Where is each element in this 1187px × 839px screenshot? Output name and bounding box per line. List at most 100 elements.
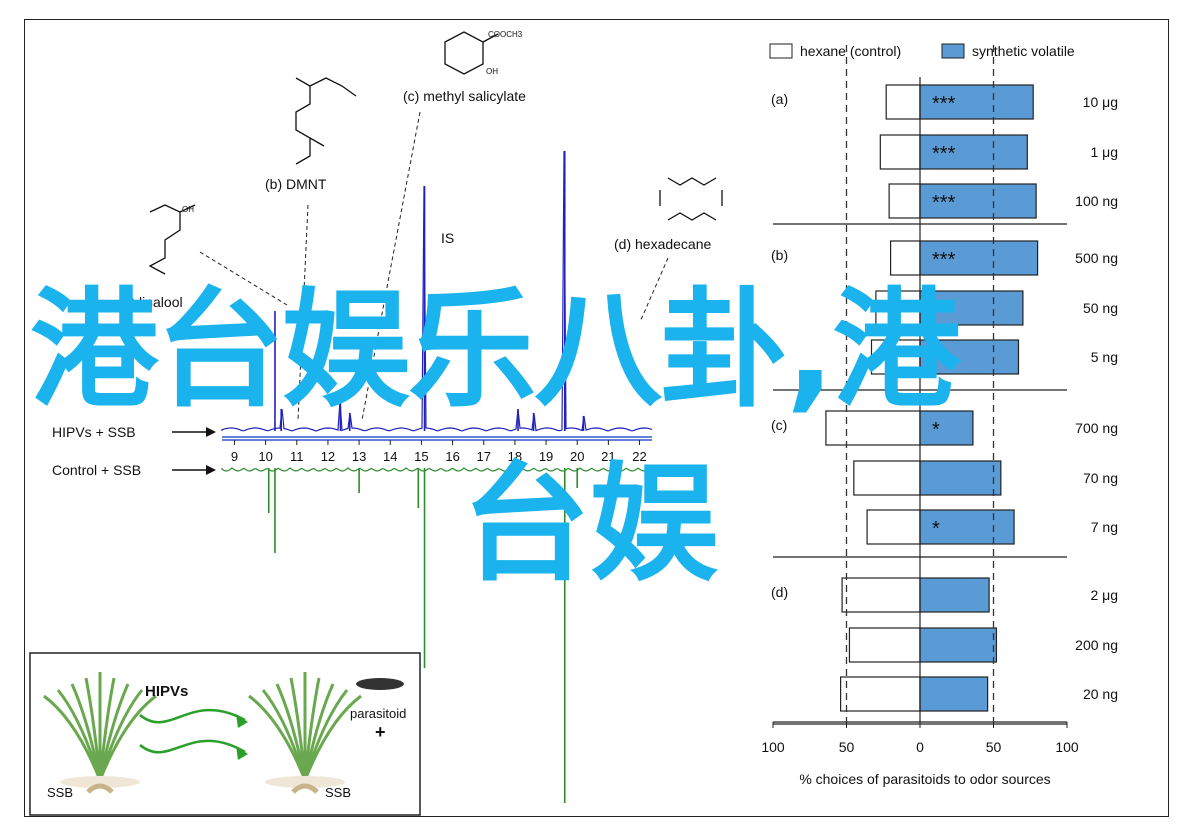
ssb-label-left: SSB [47, 785, 73, 800]
hexane-bar [841, 577, 921, 613]
dose-label: 70 ng [1083, 470, 1118, 486]
synthetic-bar [919, 577, 990, 613]
larva-icon [291, 783, 319, 794]
hexane-bar [866, 509, 921, 545]
dose-label: 2 μg [1090, 587, 1118, 603]
rice-plant-left [43, 672, 157, 794]
hexane-bar [825, 410, 921, 446]
rt-tick-label: 9 [231, 449, 238, 464]
leader-line [639, 257, 669, 323]
dmnt-structure [295, 77, 357, 165]
dose-label: 500 ng [1075, 250, 1118, 266]
methyl-salicylate-structure [444, 31, 499, 75]
legend-swatch-synthetic [941, 43, 965, 59]
rt-tick-label: 11 [290, 449, 304, 464]
x-tick-label: 100 [1055, 739, 1079, 755]
soil [265, 776, 345, 788]
rice-plant-right [248, 672, 362, 794]
linalool-structure [148, 204, 196, 275]
hexane-bar [879, 134, 921, 170]
legend-swatch-hexane [769, 43, 793, 59]
hexane-bar [840, 676, 921, 712]
dose-label: 1 μg [1090, 144, 1118, 160]
rt-tick-label: 20 [570, 449, 584, 464]
dose-label: 10 μg [1083, 94, 1118, 110]
arrow-head [206, 427, 216, 437]
overlay-text-line1: 港台娱乐八卦,港 [30, 276, 961, 425]
rt-tick-label: 16 [445, 449, 459, 464]
is-label: IS [441, 230, 454, 246]
rt-tick-label: 21 [601, 449, 615, 464]
hexane-bar [889, 240, 921, 276]
track-label-control: Control + SSB [52, 462, 141, 478]
significance-label: *** [932, 249, 956, 271]
rt-tick-label: 15 [414, 449, 428, 464]
synthetic-bar [919, 627, 998, 663]
synthetic-bar [919, 339, 1020, 375]
compound-label: (b) DMNT [265, 176, 327, 192]
dose-label: 50 ng [1083, 300, 1118, 316]
larva-icon [86, 783, 114, 794]
dose-label: 5 ng [1091, 349, 1118, 365]
arrow-head [206, 465, 216, 475]
significance-label: * [932, 419, 940, 441]
ssb-label-right: SSB [325, 785, 351, 800]
legend-label-hexane: hexane (control) [800, 43, 901, 59]
dose-label: 200 ng [1075, 637, 1118, 653]
panel-label: (d) [771, 584, 788, 600]
arrow-head [236, 746, 248, 760]
significance-label: *** [932, 192, 956, 214]
arrow-head [236, 714, 248, 728]
synthetic-bar [919, 240, 1039, 276]
hexane-bar [888, 183, 921, 219]
significance-label: * [932, 518, 940, 540]
compound-label: (d) hexadecane [614, 236, 712, 252]
bar-chart: (a)***10 μg***1 μg***100 ng(b)***500 ng*… [761, 43, 1118, 787]
leader-line [297, 204, 309, 421]
methyl-salicylate-oh: OH [486, 67, 498, 76]
rt-tick-label: 18 [508, 449, 522, 464]
volatile-arrow [139, 708, 246, 724]
leader-line [199, 251, 288, 306]
rt-tick-label: 13 [352, 449, 366, 464]
significance-label: ** [932, 348, 948, 370]
control-trace [221, 467, 653, 472]
rt-tick-label: 22 [632, 449, 646, 464]
dose-label: 20 ng [1083, 686, 1118, 702]
hexadecane-structure [659, 177, 723, 221]
hipvs-trace [221, 150, 653, 432]
hexane-bar [875, 290, 921, 326]
x-axis-label: % choices of parasitoids to odor sources [799, 771, 1050, 787]
track-label-hipvs: HIPVs + SSB [52, 424, 136, 440]
rt-tick-label: 12 [321, 449, 335, 464]
significance-label: ** [932, 299, 948, 321]
synthetic-bar [919, 84, 1034, 120]
synthetic-bar [919, 676, 989, 712]
x-tick-label: 0 [916, 739, 924, 755]
hexane-bar [870, 339, 921, 375]
x-tick-label: 50 [839, 739, 855, 755]
panel-label: (c) [771, 417, 787, 433]
significance-label: *** [932, 93, 956, 115]
rt-tick-label: 17 [477, 449, 491, 464]
rt-tick-label: 14 [383, 449, 397, 464]
compound-label: (c) methyl salicylate [403, 88, 526, 104]
hexane-bar [853, 460, 921, 496]
x-tick-label: 50 [986, 739, 1002, 755]
overlay-text-line2: 台娱 [462, 450, 719, 599]
compound-label: (a) linalool [118, 294, 183, 310]
synthetic-bar [919, 460, 1002, 496]
methyl-salicylate-group: COOCH3 [488, 30, 523, 39]
leaf-blade [98, 694, 157, 781]
parasitoid-icon [356, 678, 404, 690]
parasitoid-label: parasitoid [350, 706, 406, 721]
linalool-oh: OH [182, 205, 194, 214]
dose-label: 700 ng [1075, 420, 1118, 436]
legend-label-synthetic: synthetic volatile [972, 43, 1075, 59]
leaf-blade [303, 694, 362, 781]
significance-label: *** [932, 143, 956, 165]
hexane-bar [848, 627, 921, 663]
